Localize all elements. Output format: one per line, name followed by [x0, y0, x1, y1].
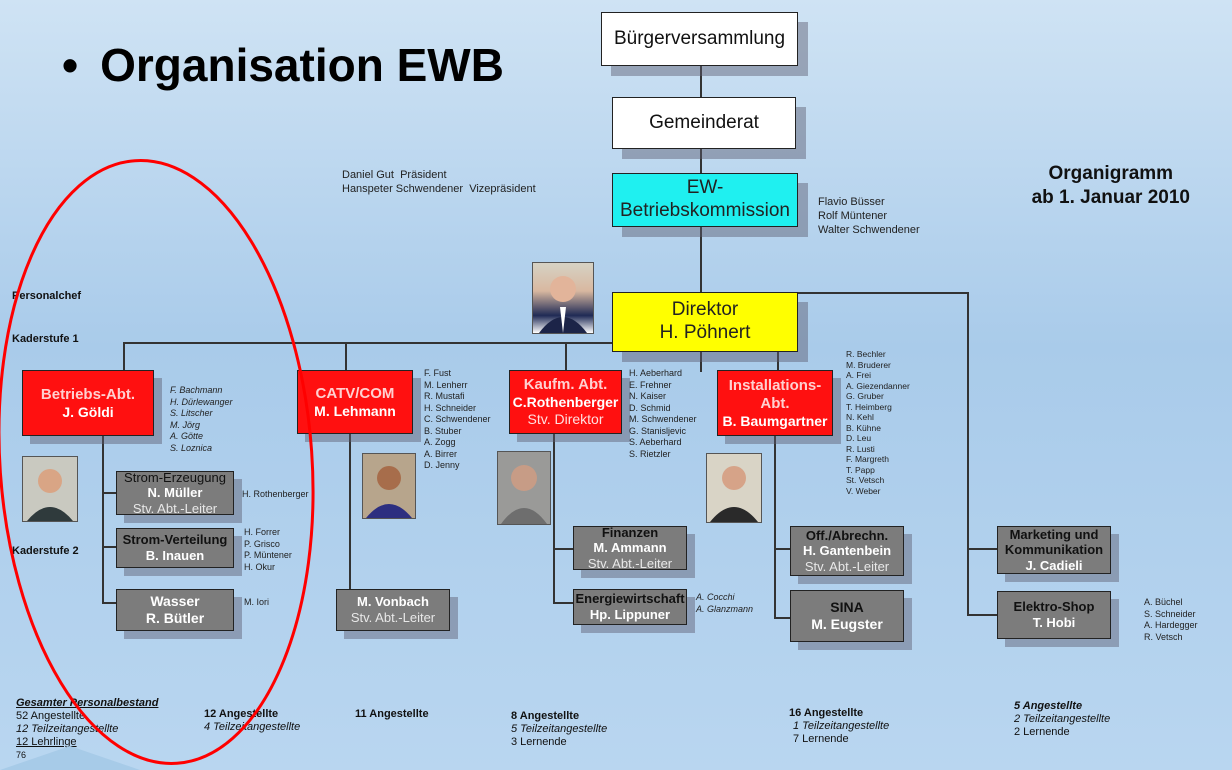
install-summary: 16 Angestellte 1 Teilzeitangestellte 7 L…: [789, 707, 890, 745]
connector: [553, 433, 555, 603]
connector: [345, 342, 347, 370]
connector: [700, 65, 702, 99]
sina-box: SINA M. Eugster: [790, 590, 904, 642]
connector: [102, 602, 116, 604]
decorative-shape: [0, 746, 140, 770]
installations-abt-box: Installations- Abt. B. Baumgartner: [717, 370, 833, 436]
gemeinderat-names: Daniel Gut Präsident Hanspeter Schwenden…: [342, 169, 536, 195]
finanzen-box: Finanzen M. Ammann Stv. Abt.-Leiter: [573, 525, 687, 571]
energiewirtschaft-box: Energiewirtschaft Hp. Lippuner: [573, 589, 687, 625]
kaufm-staff-list: H. Aeberhard E. Frehner N. Kaiser D. Sch…: [629, 368, 697, 459]
kaufm-summary: 8 Angestellte 5 Teilzeitangestellte 3 Le…: [511, 710, 608, 748]
connector: [774, 548, 790, 550]
energie-staff: A. Cocchi A. Glanzmann: [696, 592, 754, 614]
install-staff-list: R. Bechler M. Bruderer A. Frei A. Giezen…: [846, 349, 910, 496]
off-abrechn-box: Off./Abrechn. H. Gantenbein Stv. Abt.-Le…: [790, 526, 904, 576]
person-photo-icon: [539, 276, 587, 333]
director-photo: [532, 262, 594, 334]
person-photo-icon: [710, 466, 758, 522]
kaderstufe-1-label: Kaderstufe 1: [12, 333, 79, 345]
strom-erzeugung-staff: H. Rothenberger: [242, 489, 309, 499]
catv-summary: 11 Angestellte: [355, 708, 429, 720]
person-photo-icon: [27, 469, 73, 521]
catv-staff-list: F. Fust M. Lenherr R. Mustafi H. Schneid…: [424, 368, 491, 470]
person-photo-icon: [501, 465, 547, 524]
connector: [102, 546, 116, 548]
gemeinderat-box: Gemeinderat: [612, 97, 796, 149]
connector: [774, 436, 776, 618]
org-title: Organigramm ab 1. Januar 2010: [1031, 163, 1190, 208]
strom-verteilung-box: Strom-Verteilung B. Inauen: [116, 528, 234, 568]
catv-com-box: CATV/COM M. Lehmann: [297, 370, 413, 434]
kaufm-photo: [497, 451, 551, 525]
install-photo: [706, 453, 762, 523]
connector: [700, 352, 702, 372]
strom-verteilung-staff: H. Forrer P. Grisco P. Müntener H. Okur: [244, 527, 292, 572]
direktor-box: Direktor H. Pöhnert: [612, 292, 798, 352]
connector: [553, 602, 573, 604]
betriebs-photo: [22, 456, 78, 522]
connector: [967, 614, 997, 616]
connector: [123, 342, 779, 344]
wasser-staff: M. Iori: [244, 597, 270, 607]
connector: [777, 342, 779, 370]
connector: [967, 292, 969, 614]
vonbach-box: M. Vonbach Stv. Abt.-Leiter: [336, 589, 450, 631]
connector: [798, 292, 968, 294]
betriebskommission-names: Flavio Büsser Rolf Müntener Walter Schwe…: [818, 196, 920, 236]
betriebs-abt-box: Betriebs-Abt. J. Göldi: [22, 370, 154, 436]
connector: [700, 148, 702, 174]
wasser-box: Wasser R. Bütler: [116, 589, 234, 631]
connector: [349, 433, 351, 589]
marketing-summary: 5 Angestellte 2 Teilzeitangestellte 2 Le…: [1014, 700, 1111, 738]
marketing-box: Marketing und Kommunikation J. Cadieli: [997, 526, 1111, 574]
connector: [123, 342, 125, 370]
person-photo-icon: [366, 466, 412, 518]
betriebs-summary: 12 Angestellte 4 Teilzeitangestellte: [204, 708, 301, 733]
total-staff-summary: Gesamter Personalbestand 52 Angestellte …: [16, 697, 159, 760]
page-title: •Organisation EWB: [62, 39, 504, 91]
connector: [553, 548, 573, 550]
catv-photo: [362, 453, 416, 519]
kaufm-abt-box: Kaufm. Abt. C.Rothenberger Stv. Direktor: [509, 370, 622, 434]
betriebskommission-box: EW- Betriebskommission: [612, 173, 798, 227]
elektro-shop-staff: A. Büchel S. Schneider A. Hardegger R. V…: [1144, 597, 1198, 642]
kaderstufe-2-label: Kaderstufe 2: [12, 545, 79, 557]
connector: [774, 617, 790, 619]
connector: [700, 226, 702, 292]
connector: [102, 435, 104, 603]
elektro-shop-box: Elektro-Shop T. Hobi: [997, 591, 1111, 639]
strom-erzeugung-box: Strom-Erzeugung N. Müller Stv. Abt.-Leit…: [116, 470, 234, 516]
betriebs-staff-list: F. Bachmann H. Dürlewanger S. Litscher M…: [170, 385, 233, 453]
connector: [565, 342, 567, 370]
personalchef-label: Personalchef: [12, 290, 82, 302]
buergerversammlung-box: Bürgerversammlung: [601, 12, 798, 66]
connector: [967, 548, 997, 550]
connector: [102, 492, 116, 494]
